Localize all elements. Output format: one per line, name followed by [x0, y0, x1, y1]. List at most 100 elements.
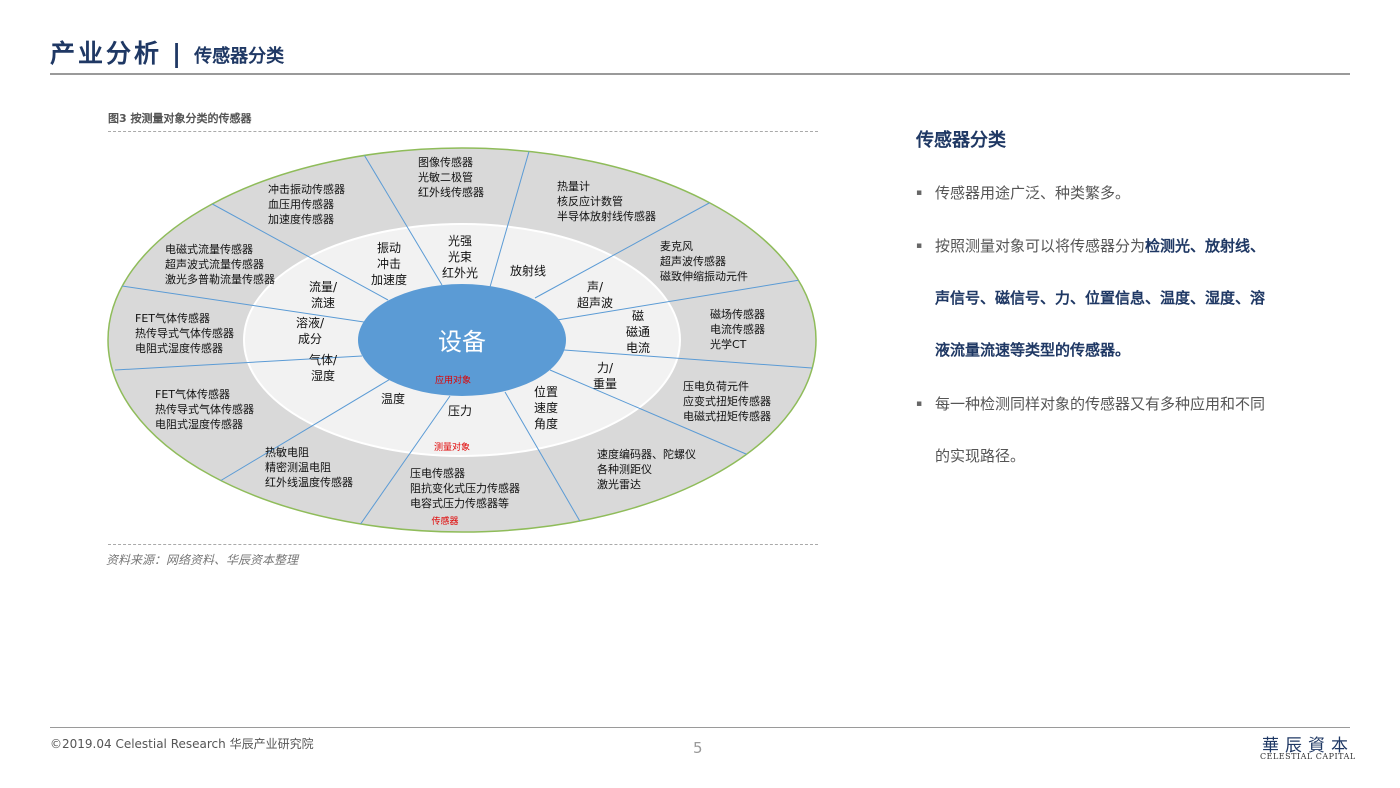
bullet-mark: ▪ — [916, 241, 923, 251]
sensor-type-label: 电磁式流量传感器 — [165, 242, 253, 256]
outer-ring-labels: 图像传感器光敏二极管红外线传感器热量计核反应计数管半导体放射线传感器麦克风超声波… — [135, 156, 771, 510]
measure-object-label: 红外光 — [442, 265, 478, 280]
sensor-type-label: 压电传感器 — [410, 467, 465, 480]
measure-object-label: 冲击 — [377, 256, 401, 271]
annotation-objects: 应用对象 — [435, 374, 471, 386]
bullet-text: 按照测量对象可以将传感器分为检测光、放射线、声信号、磁信号、力、位置信息、温度、… — [916, 220, 1276, 376]
sensor-type-label: 超声波式流量传感器 — [165, 257, 264, 271]
sensor-type-label: 激光多普勒流量传感器 — [165, 272, 275, 286]
sensor-type-label: 电流传感器 — [710, 322, 765, 336]
sensor-type-label: 电阻式湿度传感器 — [135, 341, 223, 355]
bullet-item: ▪ 每一种检测同样对象的传感器又有多种应用和不同的实现路径。 — [916, 378, 1276, 482]
panel-title: 传感器分类 — [916, 130, 1006, 151]
sensor-type-label: 磁场传感器 — [710, 307, 765, 321]
ring-divider-line — [354, 395, 451, 532]
sensor-type-label: FET气体传感器 — [155, 387, 230, 401]
sensor-type-label: 应变式扭矩传感器 — [683, 394, 771, 408]
sensor-type-label: 核反应计数管 — [557, 194, 623, 208]
measure-object-label: 声/ — [587, 280, 604, 294]
center-device — [358, 284, 566, 396]
bullet-mark: ▪ — [916, 188, 923, 198]
sensor-type-label: 压电负荷元件 — [683, 379, 749, 393]
bullet-text-plain: 按照测量对象可以将传感器分为 — [935, 237, 1146, 255]
sensor-type-label: 光学CT — [710, 337, 747, 351]
sensor-type-label: 图像传感器 — [418, 156, 473, 169]
sensor-type-label: 血压用传感器 — [268, 197, 334, 211]
figure-top-rule — [108, 131, 818, 132]
sensor-type-label: 半导体放射线传感器 — [557, 209, 656, 223]
measure-object-label: 振动 — [377, 241, 401, 255]
sensor-type-label: 热传导式气体传感器 — [135, 326, 234, 340]
annotation-sensor: 传感器 — [431, 515, 458, 527]
measure-object-label: 速度 — [534, 400, 558, 415]
header-divider — [50, 73, 1350, 75]
measure-object-label: 流量/ — [309, 280, 338, 294]
page-number: 5 — [693, 739, 703, 757]
measure-object-label: 光强 — [448, 234, 472, 248]
ring-divider-line — [114, 355, 363, 371]
measure-object-label: 力/ — [597, 361, 614, 375]
sensor-type-label: 各种测距仪 — [597, 462, 652, 476]
sensor-type-label: 磁致伸缩振动元件 — [660, 269, 748, 283]
sensor-type-label: 电容式压力传感器等 — [410, 496, 509, 510]
ring-divider-line — [556, 277, 813, 321]
sensor-type-label: FET气体传感器 — [135, 311, 210, 325]
sensor-type-label: 热敏电阻 — [265, 445, 309, 459]
sensor-type-label: 阻抗变化式压力传感器 — [410, 481, 520, 495]
ring-divider-line — [489, 148, 531, 288]
ring-divider-line — [534, 195, 723, 299]
company-logo-en: CELESTIAL CAPITAL — [1260, 752, 1356, 761]
bullet-item: ▪ 传感器用途广泛、种类繁多。 — [916, 167, 1276, 219]
ring-divider-line — [563, 349, 813, 369]
sensor-type-label: 激光雷达 — [597, 477, 641, 491]
measure-object-label: 磁通 — [626, 324, 650, 339]
figure-source: 资料来源：网络资料、华辰资本整理 — [106, 553, 299, 567]
title-separator: | — [172, 39, 185, 68]
measure-object-label: 位置 — [534, 384, 558, 399]
ring-divider-line — [549, 369, 761, 461]
measure-object-label: 角度 — [534, 416, 558, 431]
page-title-main: 产业分析 — [50, 39, 163, 68]
measure-object-label: 磁 — [632, 308, 644, 323]
center-label: 设备 — [438, 328, 486, 356]
bullet-item: ▪ 按照测量对象可以将传感器分为检测光、放射线、声信号、磁信号、力、位置信息、温… — [916, 220, 1276, 376]
footer-copyright: ©2019.04 Celestial Research 华辰产业研究院 — [50, 737, 314, 751]
company-logo: 華辰資本 — [1262, 736, 1354, 756]
measure-object-label: 加速度 — [371, 272, 407, 287]
sensor-type-label: 光敏二极管 — [418, 170, 473, 184]
bullet-text: 每一种检测同样对象的传感器又有多种应用和不同的实现路径。 — [935, 395, 1266, 465]
sensor-type-label: 红外线传感器 — [418, 185, 484, 199]
sensor-type-label: 超声波传感器 — [660, 254, 726, 268]
sensor-type-label: 电磁式扭矩传感器 — [683, 409, 771, 423]
measure-object-label: 温度 — [381, 391, 405, 406]
page-title: 产业分析|传感器分类 — [50, 34, 284, 70]
measure-object-label: 重量 — [593, 377, 617, 391]
ring-dividers — [114, 148, 813, 532]
measure-object-label: 溶液/ — [296, 315, 325, 330]
sensor-type-label: 精密测温电阻 — [265, 460, 331, 474]
sensor-type-label: 热量计 — [557, 180, 590, 193]
sensor-type-label: 冲击振动传感器 — [268, 182, 345, 196]
sensor-type-label: 热传导式气体传感器 — [155, 402, 254, 416]
measure-object-label: 电流 — [626, 341, 650, 355]
measure-object-label: 放射线 — [510, 263, 546, 278]
ring-divider-line — [114, 284, 365, 323]
sensor-type-label: 麦克风 — [660, 240, 693, 253]
annotation-measure: 测量对象 — [434, 441, 470, 453]
measure-object-label: 流速 — [311, 296, 335, 310]
bullet-mark: ▪ — [916, 399, 923, 409]
ring-divider-line — [504, 391, 586, 531]
middle-ring-labels: 振动冲击加速度光强光束红外光放射线声/超声波磁磁通电流力/重量位置速度角度压力温… — [296, 234, 650, 431]
measure-object-label: 气体/ — [309, 352, 338, 367]
measure-object-label: 湿度 — [311, 368, 335, 383]
sensor-type-label: 红外线温度传感器 — [265, 475, 353, 489]
sensor-type-label: 加速度传感器 — [268, 212, 334, 226]
ring-divider-line — [204, 377, 393, 491]
footer-divider — [50, 727, 1350, 728]
ring-divider-line — [359, 148, 443, 286]
measure-object-label: 成分 — [298, 332, 322, 346]
figure-caption: 图3 按测量对象分类的传感器 — [108, 112, 252, 125]
figure-bottom-rule — [108, 544, 818, 545]
measure-object-label: 超声波 — [577, 295, 613, 310]
bullet-text: 传感器用途广泛、种类繁多。 — [935, 184, 1131, 202]
